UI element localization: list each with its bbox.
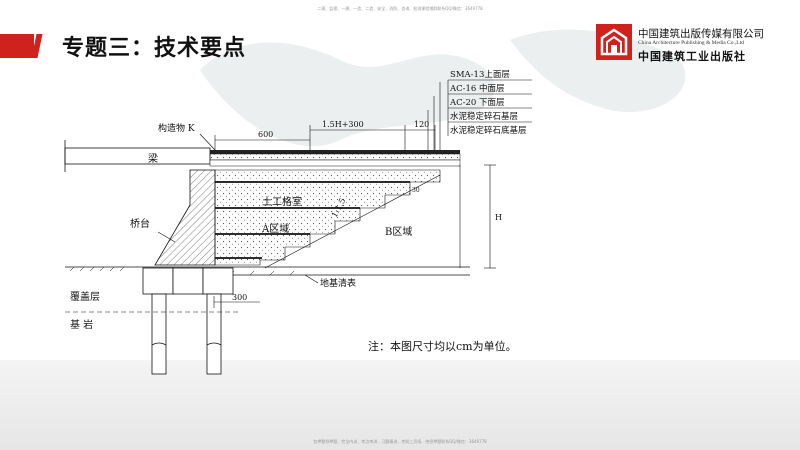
- ground-line: [65, 266, 470, 276]
- background-world-map: [200, 29, 686, 147]
- publisher-name-cn: 中国建筑出版传媒有限公司: [638, 28, 764, 40]
- height-dimension: [459, 164, 496, 269]
- background-floor: [0, 360, 800, 450]
- structure-k-label: 构造物 K: [158, 122, 195, 134]
- bedrock-label: 基 岩: [70, 318, 93, 331]
- layer-legend: SMA-13上面层 AC-16 中面层 AC-20 下面层 水泥稳定碎石基层 水…: [449, 70, 527, 136]
- zone-b-label: B区域: [385, 225, 412, 238]
- bridge-beam: [64, 140, 211, 172]
- abutment: [154, 169, 216, 266]
- publisher-name-cn-2: 中国建筑工业出版社: [638, 50, 746, 63]
- geocell-label: 土工格室: [262, 195, 302, 208]
- bottom-note: 包押题领押题、完全内训、考点串讲、习题精讲、考前三页纸、绝密押题联系QQ/微信：…: [313, 439, 487, 444]
- foundation-clearing-label: 地基清表: [320, 277, 356, 289]
- layer-label-1: SMA-13上面层: [450, 70, 510, 80]
- title-accent-bar: [0, 34, 34, 58]
- unit-note: 注：本图尺寸均以cm为单位。: [368, 339, 517, 353]
- pile-cap: [142, 267, 234, 295]
- publisher-name-en: China Architecture Publishing & Media Co…: [638, 40, 744, 46]
- beam-label: 梁: [148, 152, 158, 165]
- layer-label-2: AC-16 中面层: [449, 83, 505, 94]
- layer-label-5: 水泥稳定碎石底基层: [450, 125, 527, 136]
- pavement-layers: [209, 150, 461, 167]
- dimension-300: 300: [232, 293, 247, 302]
- layer-label-4: 水泥稳定碎石基层: [450, 111, 518, 122]
- publisher-logo-icon: [596, 24, 632, 60]
- publisher-logo: 中国建筑出版传媒有限公司 China Architecture Publishi…: [596, 22, 796, 66]
- abutment-label: 桥台: [130, 217, 150, 230]
- cap-layer-label: 覆盖层: [70, 290, 100, 303]
- dimension-600: 600: [258, 130, 273, 139]
- zone-a-fill: [214, 169, 441, 266]
- geocell-layers: [215, 181, 410, 259]
- zone-a-label: A区域: [261, 222, 289, 235]
- dimension-300-line: [213, 296, 260, 308]
- legend-leader-lines: [427, 79, 532, 155]
- slope-line: [264, 174, 441, 269]
- top-dimensions: [214, 125, 436, 150]
- dimension-30: 30: [412, 187, 420, 194]
- layer-label-3: AC-20 下面层: [449, 98, 505, 108]
- piles: [151, 293, 222, 375]
- top-note: 二建、监理、一建、一造、二造、安全、消防、咨询、检测课程增群联系QQ/微信：36…: [317, 6, 483, 11]
- height-label: H: [495, 213, 502, 222]
- dimension-1-5h-300: 1.5H+300: [322, 120, 364, 129]
- page-title: 专题三：技术要点: [62, 36, 247, 61]
- dimension-120: 120: [414, 120, 429, 129]
